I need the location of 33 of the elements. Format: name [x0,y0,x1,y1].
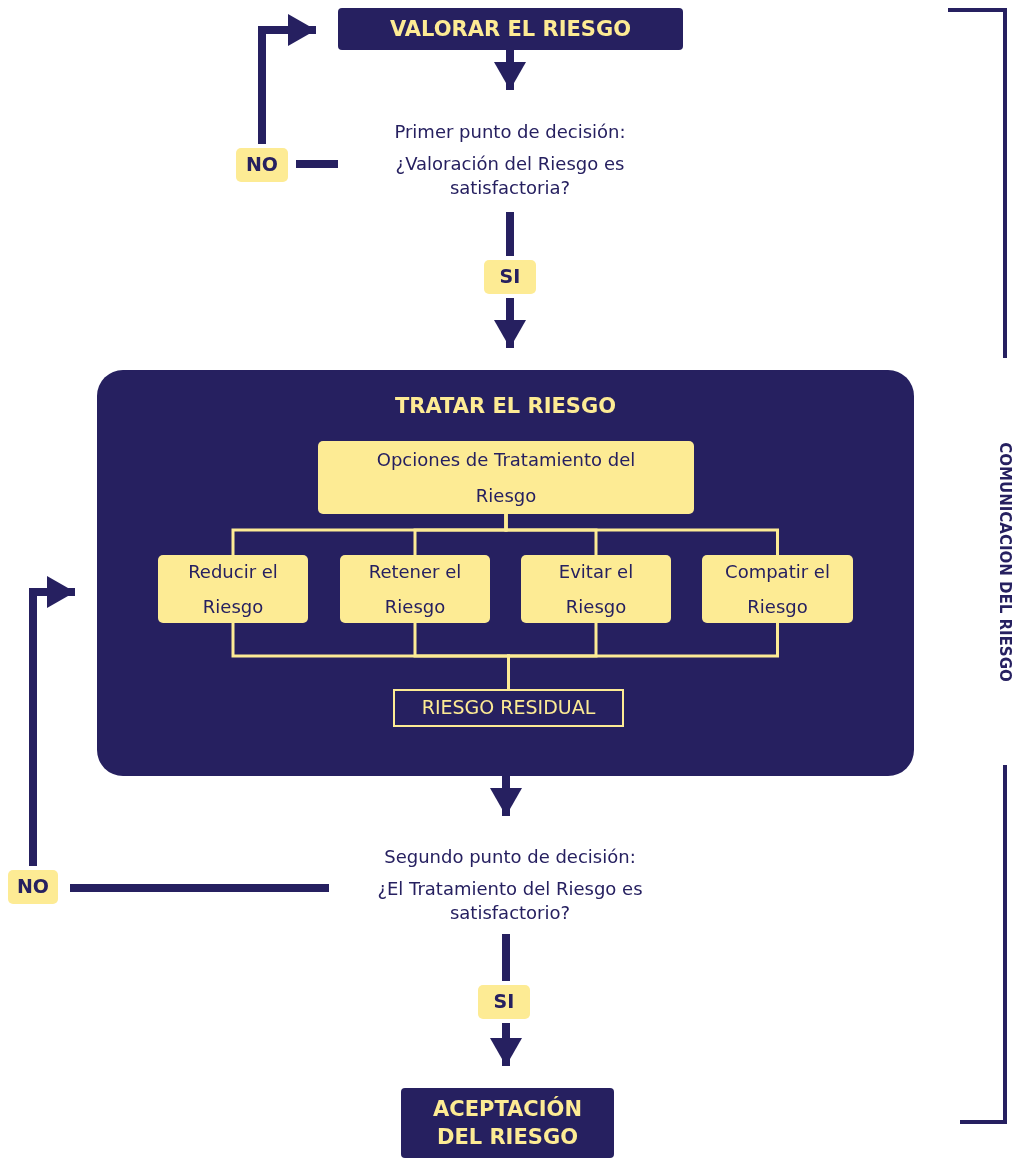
option-box [521,555,671,623]
result-box [393,689,624,727]
box-label: ACEPTACIÓN DEL RIESGO [432,1095,583,1151]
option-label: Compatir el Riesgo [724,559,831,619]
option-box [318,441,694,514]
option-box [702,555,853,623]
side-label: COMUNICACION DEL RIESGO [995,441,1015,684]
decision-text: Primer punto de decisión: [394,119,626,144]
decision-text: ¿Valoración del Riesgo es satisfactoria? [394,151,626,201]
box-label: VALORAR EL RIESGO [389,15,632,43]
option-box [340,555,490,623]
decision-text: Segundo punto de decisión: [384,844,636,869]
process-box [401,1088,614,1158]
answer-label: SI [499,264,521,290]
option-label: Reducir el Riesgo [187,559,279,619]
answer-label: SI [493,989,515,1015]
option-label: Opciones de Tratamiento del Riesgo [375,448,637,508]
answer-label: NO [245,152,279,178]
process-box [338,8,683,50]
answer-tag [236,148,288,182]
option-box [158,555,308,623]
result-label: RIESGO RESIDUAL [420,695,597,721]
connector-line [507,623,779,689]
answer-tag [484,260,536,294]
option-label: Evitar el Riesgo [557,559,635,619]
answer-tag [8,870,58,904]
answer-label: NO [16,874,50,900]
group-panel [97,370,914,776]
panel-title: TRATAR EL RIESGO [394,393,617,420]
decision-text: ¿El Tratamiento del Riesgo es satisfactorio? [376,876,644,926]
answer-tag [478,985,530,1019]
option-label: Retener el Riesgo [367,559,463,619]
connector-line [504,514,779,555]
